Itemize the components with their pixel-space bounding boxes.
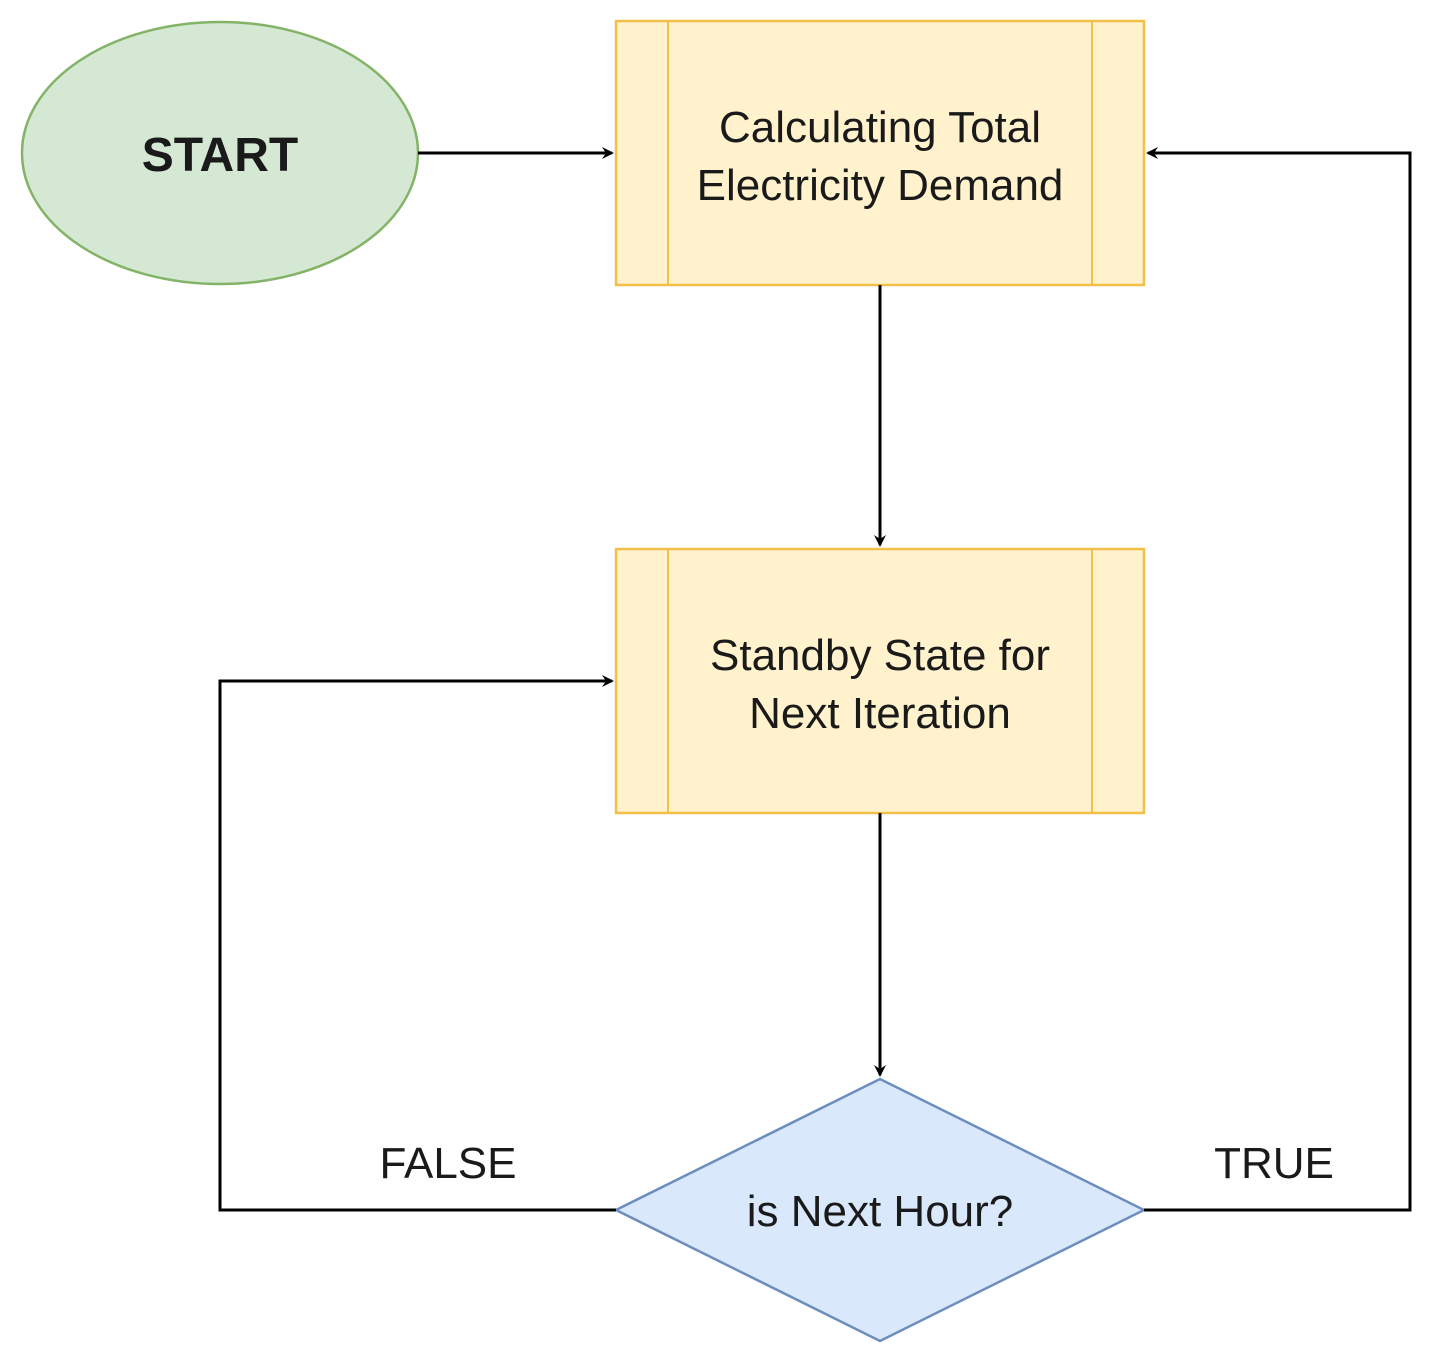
calc-demand-label-line2: Electricity Demand	[697, 161, 1064, 210]
decision-label: is Next Hour?	[747, 1187, 1014, 1236]
calc-demand-label-line1: Calculating Total	[719, 103, 1041, 152]
false-edge-label: FALSE	[380, 1139, 517, 1188]
start-label: START	[142, 129, 298, 182]
standby-label-line1: Standby State for	[710, 631, 1050, 680]
edges	[218, 147, 1412, 1212]
decision-node: is Next Hour?	[613, 1077, 1147, 1343]
true-edge-label: TRUE	[1214, 1139, 1334, 1188]
edge-true-loop	[1144, 147, 1412, 1212]
standby-box	[614, 547, 1146, 815]
decision-diamond	[613, 1077, 1147, 1343]
standby-label-line2: Next Iteration	[749, 689, 1011, 738]
edge-false-loop	[218, 675, 616, 1212]
standby-node: Standby State for Next Iteration	[614, 547, 1146, 815]
calc-demand-node: Calculating Total Electricity Demand	[614, 19, 1146, 287]
start-node: START	[20, 20, 420, 286]
calc-demand-box	[614, 19, 1146, 287]
